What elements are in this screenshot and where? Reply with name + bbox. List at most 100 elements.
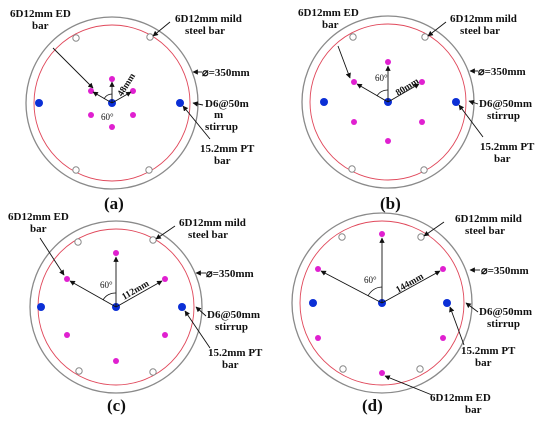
- leader-arrow: [52, 47, 94, 89]
- pt-bar: [320, 98, 328, 106]
- leader-arrow: [449, 306, 465, 346]
- ed-bar: [162, 332, 168, 338]
- angle-arc: [103, 93, 113, 100]
- mild-steel-bars: [348, 33, 429, 174]
- leader-arrow: [423, 221, 445, 237]
- mild-steel-bar: [146, 33, 154, 41]
- mild-steel-bar: [338, 233, 346, 241]
- angle-label: 60°: [364, 275, 377, 285]
- mild-steel-bar: [145, 166, 153, 174]
- diameter-label: ⌀=350mm: [478, 66, 526, 78]
- ed-bars: [315, 231, 446, 376]
- mild-steel-bar: [421, 33, 429, 41]
- pt-bar: [443, 299, 451, 307]
- pt-bars: [309, 299, 451, 307]
- diameter-label: ⌀=350mm: [481, 265, 529, 277]
- leader-arrow: [458, 104, 484, 138]
- leader-arrow: [384, 375, 433, 396]
- ed-bar: [315, 266, 321, 272]
- mild-steel-bars: [74, 236, 157, 376]
- ed-bars: [88, 76, 136, 130]
- leader-arrow: [155, 225, 176, 240]
- ed-bar: [162, 276, 168, 282]
- mild-steel-bar: [417, 233, 425, 241]
- dimension-label: 80mm: [394, 77, 421, 99]
- leader-arrow: [195, 306, 207, 317]
- ed-bar: [385, 138, 391, 144]
- ed-bar: [109, 124, 115, 130]
- leader-arrow: [427, 21, 447, 37]
- leader-arrow: [152, 21, 171, 37]
- pt-bar: [452, 98, 460, 106]
- leader-arrow: [92, 91, 113, 104]
- mild-steel-bar: [72, 166, 80, 174]
- leader-arrow: [465, 302, 479, 313]
- ed-bar: [351, 119, 357, 125]
- dimension-label: 48mm: [116, 72, 138, 99]
- ed-bar: [109, 76, 115, 82]
- pt-bars: [35, 99, 184, 107]
- ed-bar: [351, 79, 357, 85]
- mild-steel-bars: [338, 233, 425, 373]
- ed-bar: [440, 266, 446, 272]
- leader-arrow: [381, 270, 441, 304]
- pt-bar: [35, 99, 43, 107]
- pt-bar: [178, 303, 186, 311]
- angle-arc: [376, 89, 389, 97]
- mild-steel-bar: [416, 365, 424, 373]
- panel-caption: (d): [362, 396, 383, 415]
- ed-bar: [64, 276, 70, 282]
- leader-arrow: [39, 237, 65, 276]
- panel-caption: (c): [107, 396, 126, 415]
- leader-arrow: [111, 91, 132, 104]
- leader-arrow: [115, 280, 163, 308]
- diameter-label: ⌀=350mm: [202, 67, 250, 79]
- ed-bar: [419, 119, 425, 125]
- ed-bar: [113, 250, 119, 256]
- mild-steel-bar: [348, 165, 356, 173]
- angle-label: 60°: [101, 112, 114, 122]
- leader-arrow: [182, 105, 211, 140]
- leader-arrow: [69, 280, 117, 308]
- leader-arrow: [356, 83, 389, 103]
- stirrup-ring: [299, 220, 465, 386]
- ed-bar: [379, 370, 385, 376]
- ed-bar: [64, 332, 70, 338]
- mild-steel-bar: [339, 365, 347, 373]
- mild-steel-bar: [420, 166, 428, 174]
- ed-bar: [88, 112, 94, 118]
- leader-arrow: [337, 45, 351, 79]
- ed-bar: [113, 358, 119, 364]
- angle-label: 60°: [375, 73, 388, 83]
- pt-bars: [37, 303, 186, 311]
- mild-steel-bar: [149, 368, 157, 376]
- mild-steel-bar: [74, 238, 82, 246]
- angle-arc: [367, 286, 383, 297]
- diameter-label: ⌀=350mm: [206, 268, 254, 280]
- ed-bar: [315, 335, 321, 341]
- section-outline: [291, 212, 473, 394]
- ed-bar: [419, 79, 425, 85]
- mild-steel-bar: [72, 34, 80, 42]
- mild-steel-bar: [349, 33, 357, 41]
- leader-arrow: [320, 270, 383, 304]
- dimension-label: 144mm: [395, 272, 426, 296]
- stirrup-ring: [33, 24, 191, 182]
